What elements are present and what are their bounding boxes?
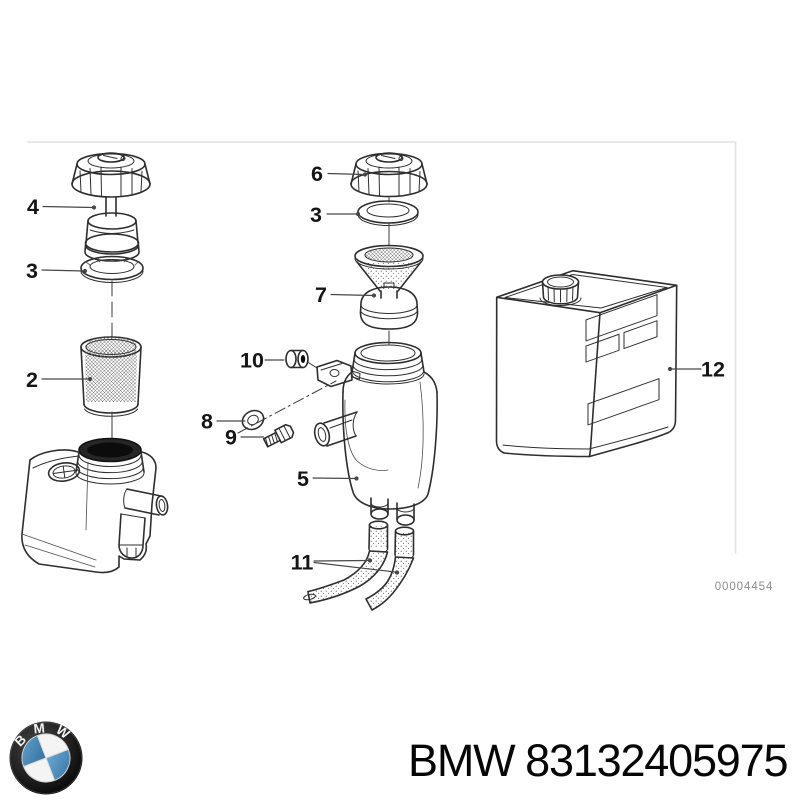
brand-text: BMW bbox=[408, 735, 516, 786]
callout-8: 8 bbox=[201, 410, 213, 434]
frame-border bbox=[27, 141, 737, 554]
callout-7: 7 bbox=[315, 283, 327, 307]
middle-reservoir-assembly-drawing bbox=[237, 152, 438, 611]
callout-12: 12 bbox=[701, 358, 725, 382]
callout-3-middle: 3 bbox=[310, 203, 322, 227]
part-number: 83132405975 bbox=[525, 735, 788, 786]
callout-leader-lines bbox=[41, 172, 702, 575]
callout-6: 6 bbox=[311, 162, 323, 186]
bmw-logo: BMW bbox=[9, 719, 83, 795]
callout-5: 5 bbox=[297, 467, 309, 491]
callout-9: 9 bbox=[225, 426, 237, 450]
callout-10: 10 bbox=[240, 349, 264, 373]
callout-3-left: 3 bbox=[26, 259, 38, 283]
callout-11: 11 bbox=[291, 551, 314, 575]
left-reservoir-assembly-drawing bbox=[21, 152, 169, 574]
callout-4: 4 bbox=[27, 195, 39, 219]
bmw-roundel-quadrants bbox=[21, 733, 71, 783]
drawing-number: 00004454 bbox=[715, 581, 774, 593]
callout-2: 2 bbox=[26, 368, 38, 392]
brake-fluid-can-drawing bbox=[495, 269, 678, 458]
